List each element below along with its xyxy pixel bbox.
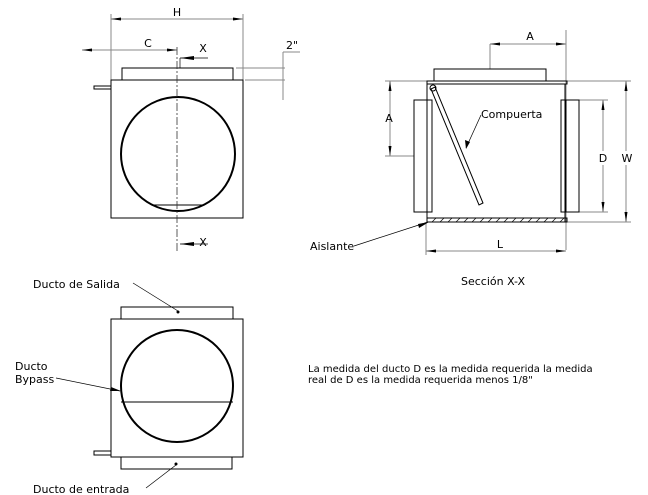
section-outlet-duct: [433, 68, 547, 82]
dim-2in-label: 2": [286, 39, 298, 52]
outlet-duct: [121, 67, 234, 81]
front-view: Ducto de Salida Ducto Bypass Ducto de en…: [15, 278, 244, 495]
dim-d-label: D: [599, 152, 607, 165]
damper-label: Compuerta: [481, 108, 542, 121]
side-pipe: [93, 85, 112, 90]
dim-a-left-label: A: [385, 112, 393, 125]
dim-l-label: L: [497, 238, 504, 251]
note-line2: real de D es la medida requerida menos 1…: [308, 375, 533, 386]
dim-h-label: H: [173, 6, 181, 19]
section-mark-top: X: [199, 42, 207, 55]
top-view: H C X X 2": [82, 6, 300, 252]
bypass-label-line2: Bypass: [15, 373, 55, 386]
note: La medida del ducto D es la medida reque…: [308, 364, 593, 386]
right-panel: [565, 99, 580, 213]
front-cabinet-box: [110, 318, 244, 458]
left-panel: [413, 99, 428, 213]
bypass-duct-opening: [120, 329, 234, 443]
front-inlet-duct: [120, 456, 233, 470]
section-title: Sección X-X: [461, 275, 526, 288]
duct-opening: [120, 96, 236, 212]
front-side-pipe: [93, 450, 112, 456]
damper-blade: [430, 86, 484, 206]
section-view: A A D W L Compuerta Aislante: [310, 30, 635, 288]
bypass-label-line1: Ducto: [15, 360, 48, 373]
dim-c-label: C: [144, 37, 152, 50]
dim-a-top-label: A: [526, 30, 534, 43]
insulation: [426, 217, 568, 223]
dim-w-label: W: [622, 152, 633, 165]
section-mark-bottom: X: [199, 236, 207, 249]
insulation-label: Aislante: [310, 240, 354, 253]
note-line1: La medida del ducto D es la medida reque…: [308, 364, 593, 375]
inlet-duct-label: Ducto de entrada: [33, 483, 129, 495]
outlet-duct-label: Ducto de Salida: [33, 278, 120, 291]
